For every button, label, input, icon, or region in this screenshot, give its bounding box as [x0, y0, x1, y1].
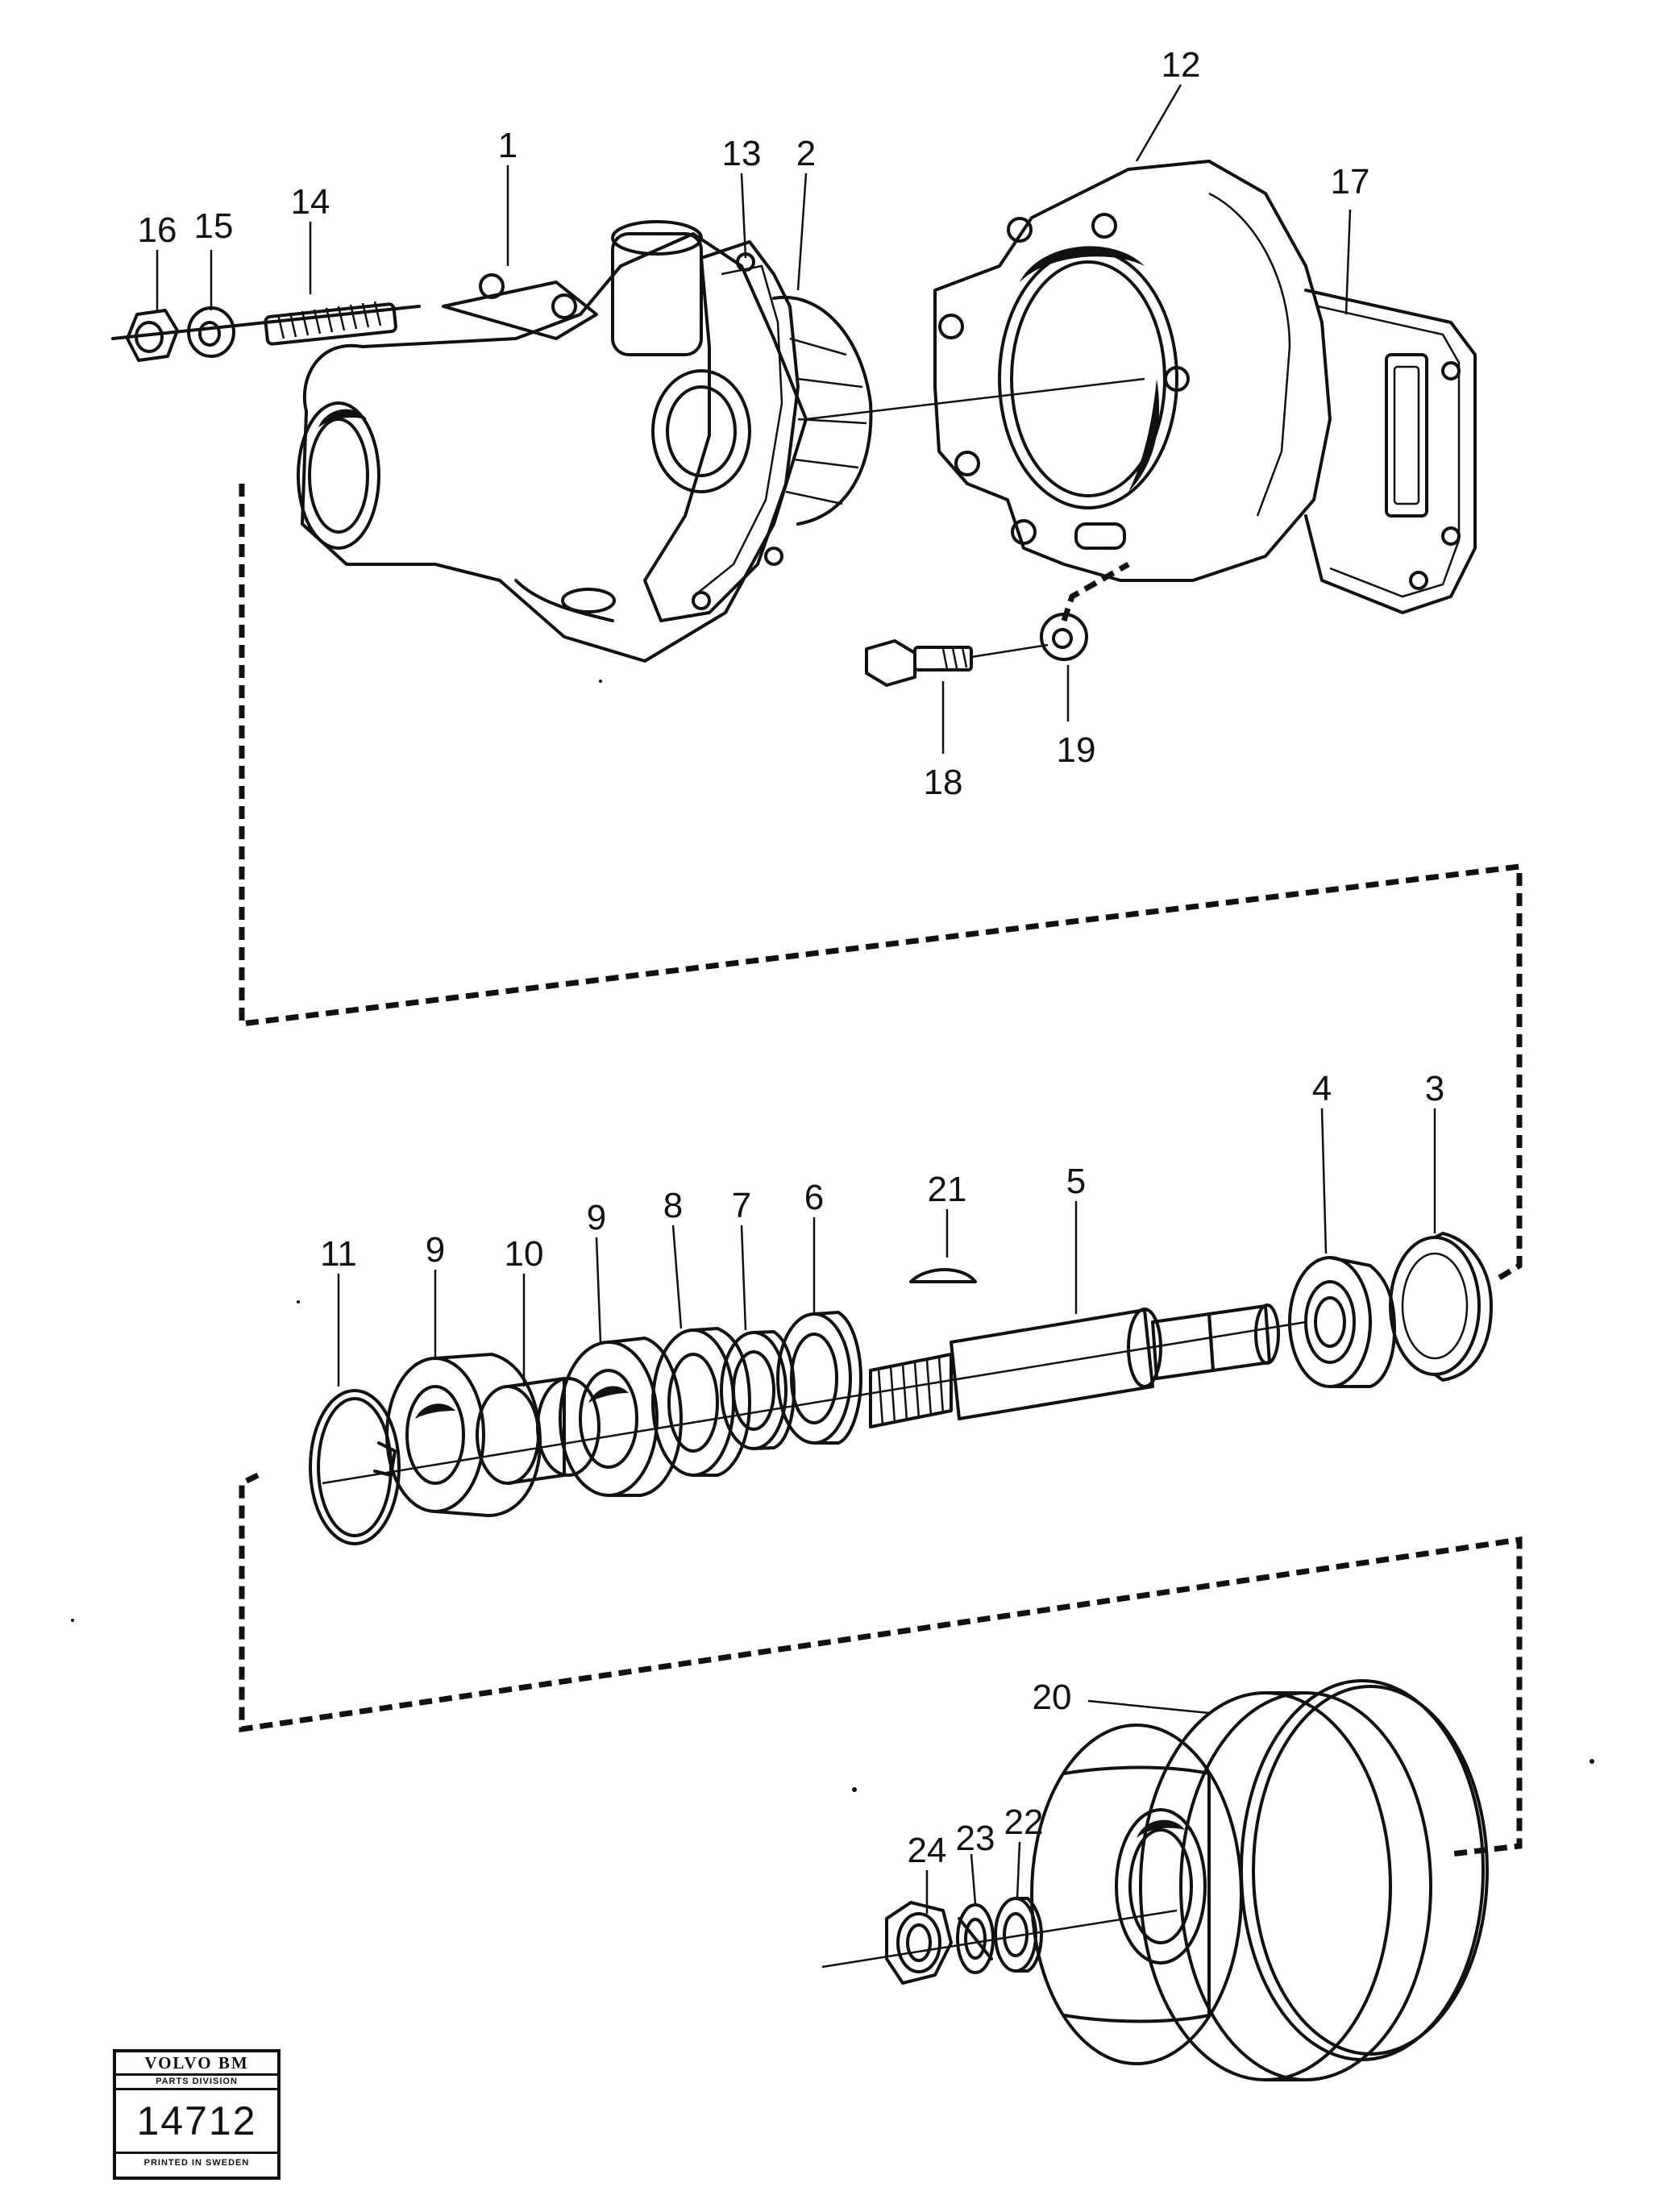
callout-3: 3 [1425, 1069, 1444, 1108]
callout-23: 23 [956, 1819, 995, 1858]
callout-5: 5 [1066, 1162, 1086, 1201]
nut-16 [126, 309, 179, 362]
callout-18: 18 [924, 763, 963, 802]
impeller [772, 295, 873, 526]
callout-15: 15 [194, 206, 234, 246]
callout-21: 21 [928, 1170, 967, 1209]
callout-11: 11 [320, 1234, 357, 1274]
stud [111, 301, 421, 346]
nut-24 [885, 1901, 953, 1985]
callout-12: 12 [1162, 45, 1201, 85]
spring-washer-23 [956, 1903, 995, 1974]
assembly-path-lower [239, 1472, 1523, 1857]
stamp-number: 14712 [116, 2090, 277, 2154]
callout-4: 4 [1312, 1069, 1332, 1108]
callout-2: 2 [796, 134, 816, 173]
callout-20: 20 [1033, 1678, 1072, 1717]
washer-15 [187, 306, 235, 358]
rear-housing [933, 160, 1332, 582]
stamp-division: PARTS DIVISION [116, 2076, 277, 2090]
stamp-printed: PRINTED IN SWEDEN [143, 2158, 250, 2168]
callout-14: 14 [291, 182, 330, 222]
callout-22: 22 [1004, 1802, 1044, 1842]
housing-gasket [643, 240, 800, 622]
shaft-5 [869, 1304, 1280, 1428]
bearing-9a [385, 1353, 542, 1517]
callout-1: 1 [498, 126, 517, 165]
seal-ring-6 [776, 1311, 862, 1445]
bearing-9b [559, 1337, 683, 1497]
stamp-brand: VOLVO BM [116, 2052, 277, 2076]
callout-24: 24 [908, 1831, 947, 1870]
circlip-11 [309, 1389, 401, 1545]
seal-assembly-4 [1288, 1256, 1396, 1388]
rear-gasket [1304, 289, 1477, 614]
callout-9b: 9 [587, 1198, 606, 1237]
callout-8: 8 [663, 1186, 683, 1225]
washer-19 [1040, 561, 1130, 661]
key-21 [909, 1268, 977, 1283]
pulley-20 [1030, 1679, 1489, 2081]
bolt-18 [865, 639, 1049, 687]
callout-9a: 9 [426, 1230, 445, 1270]
callout-19: 19 [1057, 730, 1096, 770]
callout-10: 10 [505, 1234, 544, 1274]
leader-lines [156, 84, 1436, 1914]
callout-6: 6 [804, 1178, 824, 1217]
volvo-bm-stamp: VOLVO BM PARTS DIVISION 14712 PRINTED IN… [113, 2049, 281, 2180]
callout-7: 7 [732, 1186, 751, 1225]
callout-labels: 1 2 3 4 5 6 7 8 9 9 10 11 12 13 14 15 16… [138, 45, 1445, 1870]
pump-housing [297, 220, 808, 663]
cap-3 [1389, 1232, 1493, 1382]
callout-13: 13 [722, 134, 762, 173]
callout-17: 17 [1331, 162, 1370, 202]
callout-16: 16 [138, 210, 177, 250]
washer-22 [994, 1897, 1043, 1973]
assembly-path-upper [239, 484, 1523, 1281]
